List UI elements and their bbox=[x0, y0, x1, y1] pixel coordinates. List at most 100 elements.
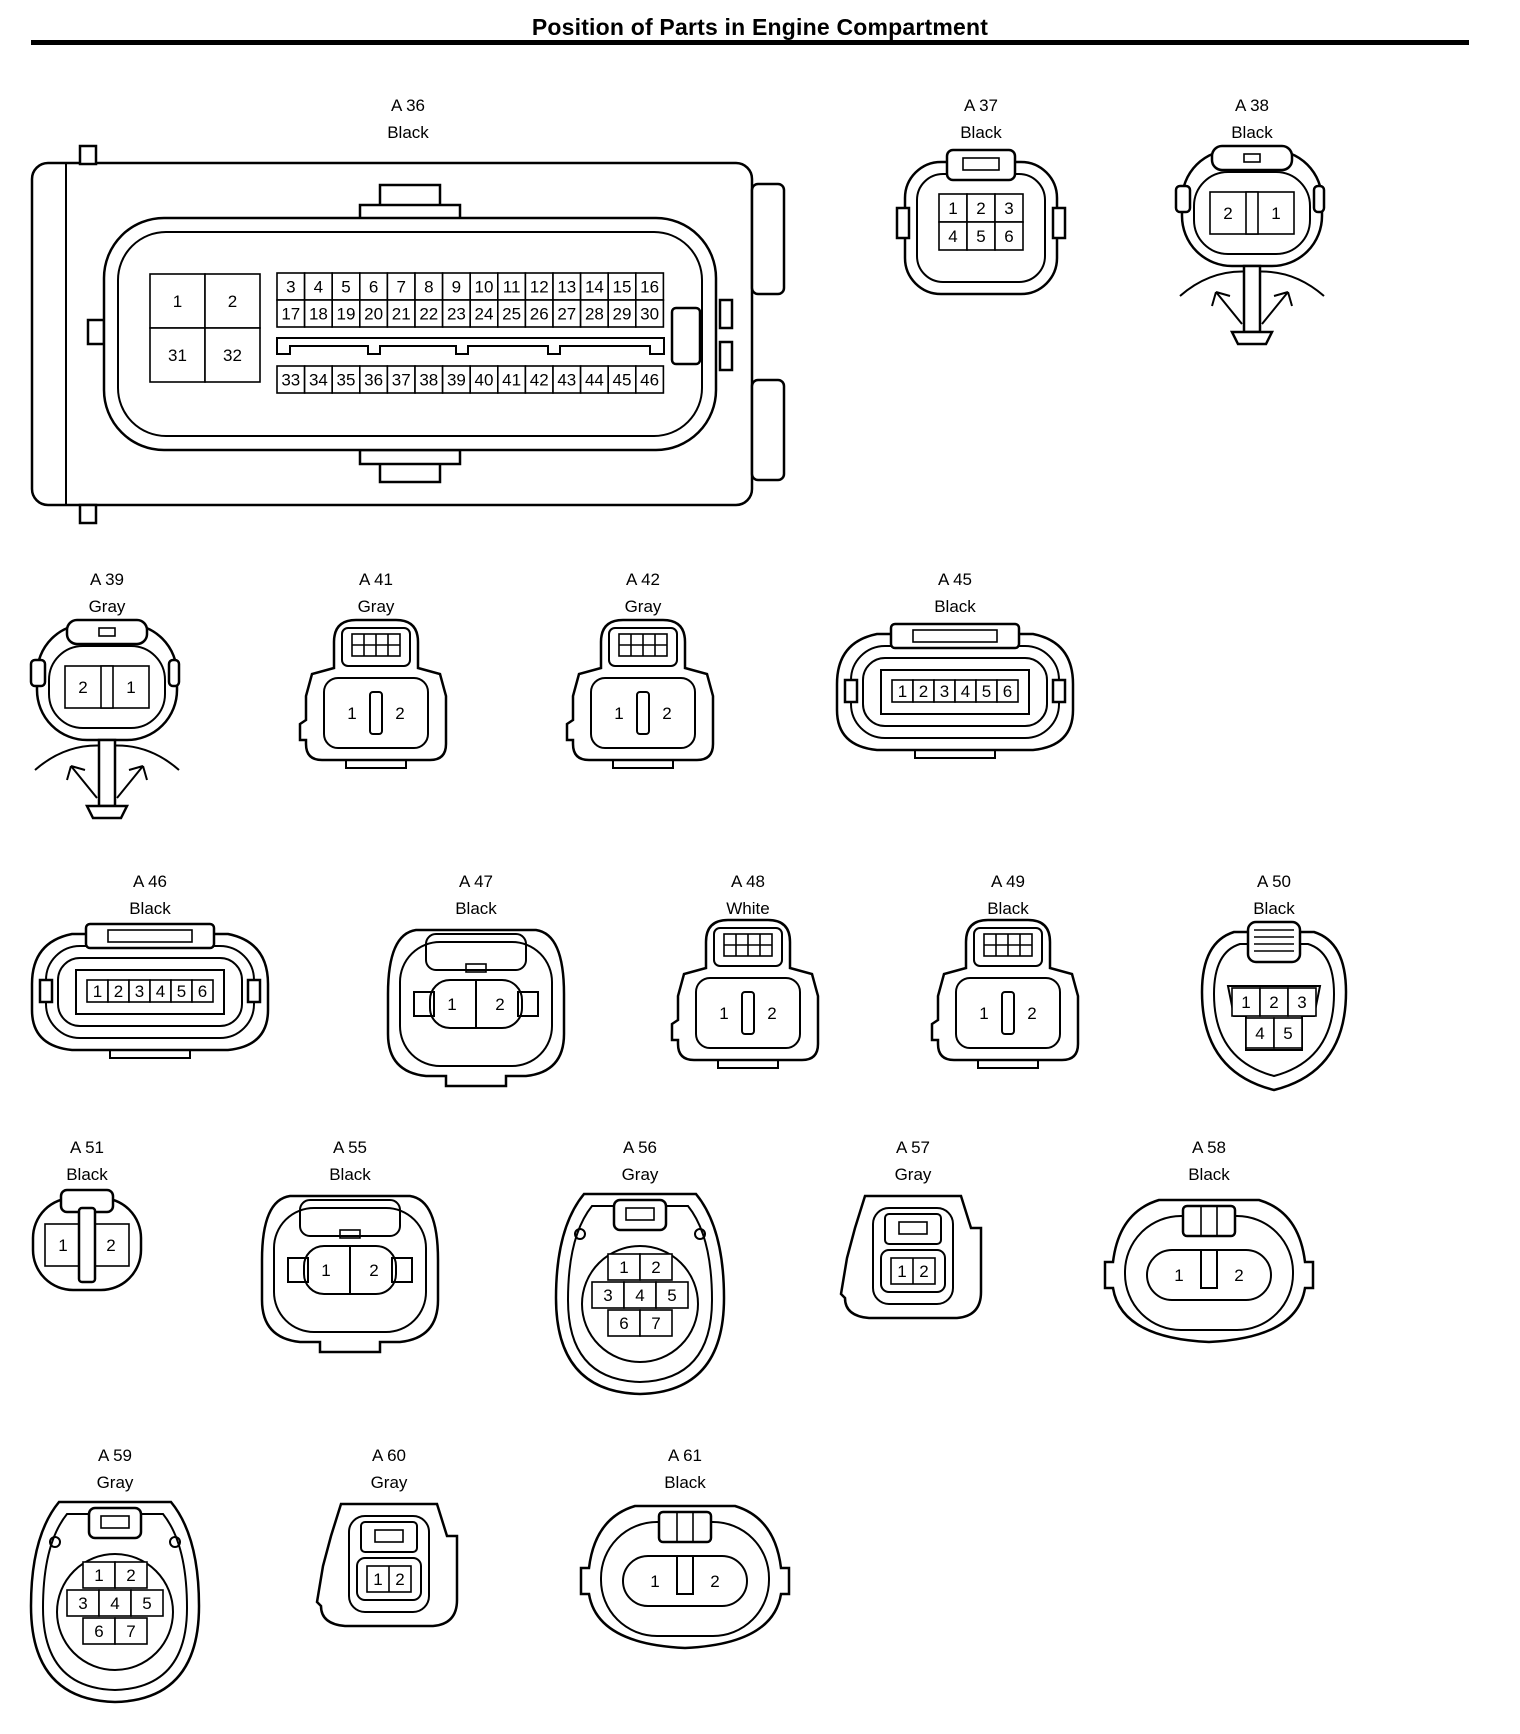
a36-pin-10: 10 bbox=[475, 278, 494, 297]
connector-id: A 47 bbox=[458, 872, 494, 891]
connector-id: A 61 bbox=[667, 1446, 703, 1465]
connector-label-a61: A 61 Black bbox=[565, 1442, 805, 1496]
connector-color: Gray bbox=[370, 1473, 408, 1492]
a57-pin-2: 2 bbox=[919, 1262, 928, 1281]
a59-pin-6: 6 bbox=[94, 1622, 103, 1641]
a36-pin-2: 2 bbox=[228, 292, 237, 311]
a45-pin-4: 4 bbox=[961, 682, 970, 701]
a48-pin-2: 2 bbox=[767, 1004, 776, 1023]
a50-pin-1: 1 bbox=[1241, 993, 1250, 1012]
a36-pin-28: 28 bbox=[585, 305, 604, 324]
connector-id: A 49 bbox=[990, 872, 1026, 891]
connector-color: White bbox=[726, 899, 770, 918]
connector-id: A 48 bbox=[730, 872, 766, 891]
a56-pin-5: 5 bbox=[667, 1286, 676, 1305]
a36-pin-11: 11 bbox=[503, 278, 521, 297]
a36-pin-6: 6 bbox=[369, 278, 378, 297]
a50-pin-2: 2 bbox=[1269, 993, 1278, 1012]
a56-pin-7: 7 bbox=[651, 1314, 660, 1333]
connector-color: Black bbox=[66, 1165, 108, 1184]
a59-pin-7: 7 bbox=[126, 1622, 135, 1641]
a46-pin-2: 2 bbox=[114, 982, 123, 1001]
a37-pin-5: 5 bbox=[976, 227, 985, 246]
connector-color: Black bbox=[329, 1165, 371, 1184]
connector-id: A 50 bbox=[1256, 872, 1292, 891]
a55-pin-1: 1 bbox=[321, 1261, 330, 1280]
a56-pin-4: 4 bbox=[635, 1286, 644, 1305]
a36-pin-29: 29 bbox=[613, 305, 632, 324]
connector-id: A 45 bbox=[937, 570, 973, 589]
a36-pin-26: 26 bbox=[530, 305, 549, 324]
a36-pin-14: 14 bbox=[585, 278, 604, 297]
connector-color: Black bbox=[960, 123, 1002, 142]
a46-pin-5: 5 bbox=[177, 982, 186, 1001]
connector-color: Black bbox=[1188, 1165, 1230, 1184]
a38-pin-b: 1 bbox=[1271, 204, 1280, 223]
a36-pin-36: 36 bbox=[364, 371, 383, 390]
page-title: Position of Parts in Engine Compartment bbox=[531, 14, 989, 40]
a50-pin-3: 3 bbox=[1297, 993, 1306, 1012]
connector-id: A 51 bbox=[69, 1138, 105, 1157]
a36-pin-35: 35 bbox=[337, 371, 356, 390]
a51-pin-1: 1 bbox=[58, 1236, 67, 1255]
a36-pin-4: 4 bbox=[314, 278, 323, 297]
a58-pin-1: 1 bbox=[1174, 1266, 1183, 1285]
a37-pin-1: 1 bbox=[948, 199, 957, 218]
a36-pin-45: 45 bbox=[613, 371, 632, 390]
a36-pin-9: 9 bbox=[452, 278, 461, 297]
connector-id: A 60 bbox=[371, 1446, 407, 1465]
connector-id: A 37 bbox=[963, 96, 999, 115]
connector-color: Black bbox=[664, 1473, 706, 1492]
a36-pin-39: 39 bbox=[447, 371, 466, 390]
a59-pin-1: 1 bbox=[94, 1566, 103, 1585]
a36-pin-17: 17 bbox=[281, 305, 300, 324]
connector-color: Black bbox=[987, 899, 1029, 918]
a60-pin-2: 2 bbox=[395, 1570, 404, 1589]
a59-pin-5: 5 bbox=[142, 1594, 151, 1613]
a36-pin-15: 15 bbox=[613, 278, 632, 297]
a36-pin-21: 21 bbox=[392, 305, 411, 324]
a46-pin-6: 6 bbox=[198, 982, 207, 1001]
connector-color: Gray bbox=[621, 1165, 659, 1184]
a49-pin-1: 1 bbox=[979, 1004, 988, 1023]
connector-color: Gray bbox=[88, 597, 126, 616]
a41-pin-1: 1 bbox=[347, 704, 356, 723]
a36-pin-5: 5 bbox=[341, 278, 350, 297]
a47-pin-2: 2 bbox=[495, 995, 504, 1014]
a61-pin-1: 1 bbox=[650, 1572, 659, 1591]
a36-pin-12: 12 bbox=[530, 278, 549, 297]
a36-pin-41: 41 bbox=[502, 371, 521, 390]
connector-color: Gray bbox=[894, 1165, 932, 1184]
a47-pin-1: 1 bbox=[447, 995, 456, 1014]
a36-pin-32: 32 bbox=[223, 346, 242, 365]
a36-pin-24: 24 bbox=[475, 305, 494, 324]
a36-pin-30: 30 bbox=[640, 305, 659, 324]
connector-color: Gray bbox=[357, 597, 395, 616]
title-rule bbox=[31, 40, 1469, 45]
a48-pin-1: 1 bbox=[719, 1004, 728, 1023]
a60-pin-1: 1 bbox=[373, 1570, 382, 1589]
a36-pin-1: 1 bbox=[173, 292, 182, 311]
connector-id: A 58 bbox=[1191, 1138, 1227, 1157]
connector-label-a60: A 60 Gray bbox=[269, 1442, 509, 1496]
